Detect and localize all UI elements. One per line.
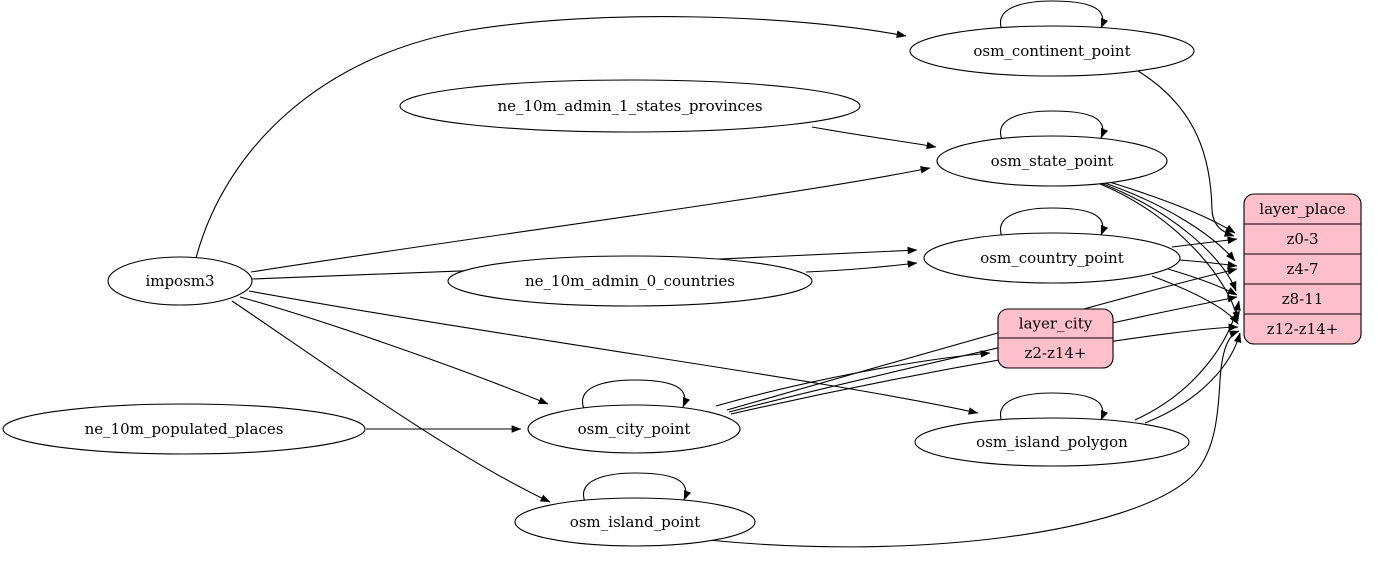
layer-place-header-label: layer_place <box>1259 200 1346 218</box>
ne-10m-populated-places-ellipse <box>2 403 366 455</box>
edge-osm_country_point-to-layer_place-z12-z14+ <box>1151 275 1239 325</box>
ne-10m-admin-0-countries-node: ne_10m_admin_0_countries <box>447 255 813 307</box>
ne-10m-admin-1-states-provinces-label: ne_10m_admin_1_states_provinces <box>497 97 762 115</box>
layer-city-row-z2-z14+: z2-z14+ <box>1024 344 1086 362</box>
self-loop-osm_city_point <box>581 379 691 410</box>
imposm3-ellipse <box>107 256 253 306</box>
self-loop-osm_state_point <box>999 110 1109 141</box>
edge-imposm3-to-osm_island_point <box>231 300 551 503</box>
self-loop-osm_country_point <box>999 207 1109 238</box>
osm-country-point-ellipse <box>923 232 1181 284</box>
osm-island-point-node: osm_island_point <box>514 497 756 547</box>
layer-place-row-z8-11: z8-11 <box>1282 290 1324 308</box>
ne-10m-admin-1-states-provinces-node: ne_10m_admin_1_states_provinces <box>399 79 861 133</box>
osm-island-polygon-label: osm_island_polygon <box>976 433 1128 451</box>
osm-city-point-node: osm_city_point <box>527 404 741 454</box>
layer-city-node: layer_city z2-z14+ <box>997 308 1114 369</box>
ne-10m-populated-places-node: ne_10m_populated_places <box>2 403 366 455</box>
ne-10m-admin-0-countries-label: ne_10m_admin_0_countries <box>525 272 735 290</box>
edge-osm_state_point-to-layer_place-z12-z14+ <box>1099 183 1240 322</box>
osm-city-point-label: osm_city_point <box>578 420 691 438</box>
layer-place-row-z0-3: z0-3 <box>1286 230 1318 248</box>
edge-osm_state_point-to-layer_place-z4-7 <box>1095 179 1236 262</box>
layer-place-node: layer_place z0-3 z4-7 z8-11 z12-z14+ <box>1243 193 1362 345</box>
layer-city-header-label: layer_city <box>1019 315 1093 333</box>
edge-imposm3-to-osm_state_point <box>250 166 931 273</box>
edge-osm_island_polygon-to-layer_place-z12-z14+ <box>1144 332 1242 424</box>
imposm3-label: imposm3 <box>145 272 214 290</box>
nodes-layer: imposm3 ne_10m_admin_1_states_provincesne… <box>2 25 1362 547</box>
osm-island-point-label: osm_island_point <box>570 513 701 531</box>
osm-continent-point-ellipse <box>909 25 1195 77</box>
osm-state-point-ellipse <box>936 135 1168 187</box>
ne-10m-populated-places-label: ne_10m_populated_places <box>85 420 284 438</box>
edge-imposm3-to-osm_city_point <box>239 296 549 405</box>
edge-imposm3-to-osm_continent_point <box>195 16 907 259</box>
edge-imposm3-to-osm_island_polygon <box>248 290 979 415</box>
self-loop-osm_island_polygon <box>999 392 1109 423</box>
layer-place-row-z4-7: z4-7 <box>1286 260 1318 278</box>
ne-10m-admin-1-states-provinces-ellipse <box>399 79 861 133</box>
self-loop-osm_continent_point <box>999 0 1109 31</box>
edge-osm_state_point-to-layer_place-z8-11 <box>1097 181 1237 292</box>
layer-place-row-z12-z14+: z12-z14+ <box>1267 320 1339 338</box>
osm-island-point-ellipse <box>514 497 756 547</box>
osm-state-point-label: osm_state_point <box>991 152 1114 170</box>
osm-city-point-ellipse <box>527 404 741 454</box>
edge-osm_country_point-to-layer_place-z4-7 <box>1179 259 1238 269</box>
osm-country-point-label: osm_country_point <box>980 249 1124 267</box>
edge-ne_10m_admin_0_countries-to-osm_country_point <box>805 260 918 273</box>
edge-osm_state_point-to-layer_place-z0-3 <box>1092 176 1236 234</box>
layer-place-record <box>1243 193 1362 345</box>
osm-island-polygon-ellipse <box>914 417 1190 467</box>
edge-osm_country_point-to-layer_place-z0-3 <box>1171 236 1238 248</box>
edge-osm_country_point-to-layer_place-z8-11 <box>1167 268 1238 296</box>
osm-state-point-node: osm_state_point <box>936 135 1168 187</box>
edge-osm_island_polygon-to-layer_place-z8-11 <box>1134 300 1241 421</box>
osm-continent-point-node: osm_continent_point <box>909 25 1195 77</box>
edge-osm_continent_point-to-layer_place-z0-3 <box>1137 70 1235 237</box>
imposm3-node: imposm3 <box>107 256 253 306</box>
osm-continent-point-label: osm_continent_point <box>973 42 1130 60</box>
ne-10m-admin-0-countries-ellipse <box>447 255 813 307</box>
edge-osm_island_point-to-layer_place-z12-z14+ <box>707 330 1240 548</box>
osm-country-point-node: osm_country_point <box>923 232 1181 284</box>
osm-island-polygon-node: osm_island_polygon <box>914 417 1190 467</box>
edge-ne_10m_admin_1_states_provinces-to-osm_state_point <box>811 126 937 150</box>
self-loop-osm_island_point <box>582 472 692 503</box>
